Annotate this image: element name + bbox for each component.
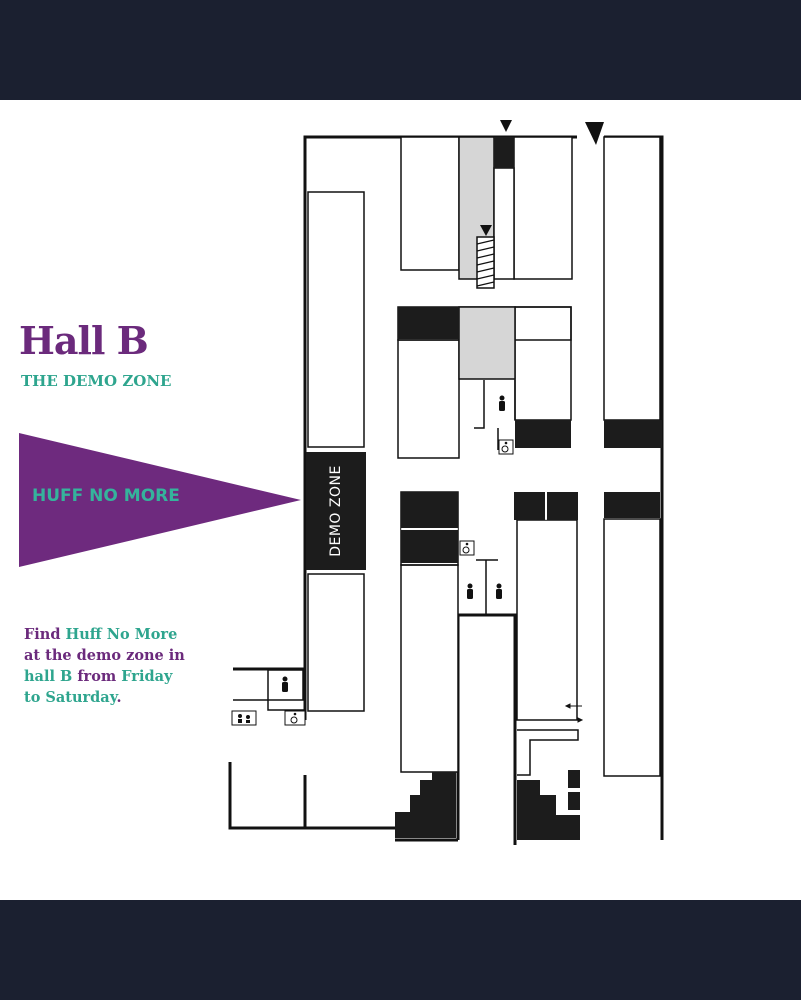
stairs-icon — [476, 236, 495, 289]
promo-text: Find Huff No More at the demo zone in ha… — [24, 624, 224, 708]
booth-outlines — [267, 136, 661, 777]
corridor-cutout — [493, 167, 515, 280]
hall-subtitle: THE DEMO ZONE — [21, 372, 172, 390]
stairs-block-left — [395, 772, 456, 838]
restroom-icon — [499, 395, 505, 411]
stairs-block-right — [517, 780, 580, 840]
hall-title: Hall B — [19, 318, 149, 363]
restroom-icon — [467, 583, 473, 599]
dark-booths — [306, 137, 662, 570]
promo-brand: Huff No More — [65, 626, 178, 643]
wheelchair-icon — [284, 710, 306, 726]
restroom-icon — [496, 583, 502, 599]
promo-from: from — [77, 668, 122, 685]
wheelchair-icon — [459, 540, 475, 556]
pennant-label: HUFF NO MORE — [32, 486, 180, 506]
promo-to: to — [24, 689, 46, 706]
promo-saturday: Saturday — [45, 689, 117, 706]
promo-hall: hall B — [24, 668, 78, 685]
promo-period: . — [116, 689, 122, 706]
promo-line2: at the demo zone in — [24, 647, 185, 664]
double-door-arrow-icon — [564, 703, 584, 723]
demo-zone-booth: DEMO ZONE — [306, 452, 366, 570]
partitions — [233, 380, 579, 776]
booth-dividers — [401, 492, 547, 530]
top-banner — [0, 0, 801, 100]
small-dark-block — [568, 770, 580, 788]
demo-zone-label: DEMO ZONE — [328, 465, 345, 557]
bottom-banner — [0, 900, 801, 1000]
promo-friday: Friday — [121, 668, 173, 685]
wheelchair-icon — [498, 439, 514, 455]
family-restroom-icon — [231, 710, 257, 726]
small-dark-block — [568, 792, 580, 810]
promo-find: Find — [24, 626, 66, 643]
entrance-arrow-icon — [480, 120, 604, 236]
restroom-icon — [282, 676, 288, 692]
